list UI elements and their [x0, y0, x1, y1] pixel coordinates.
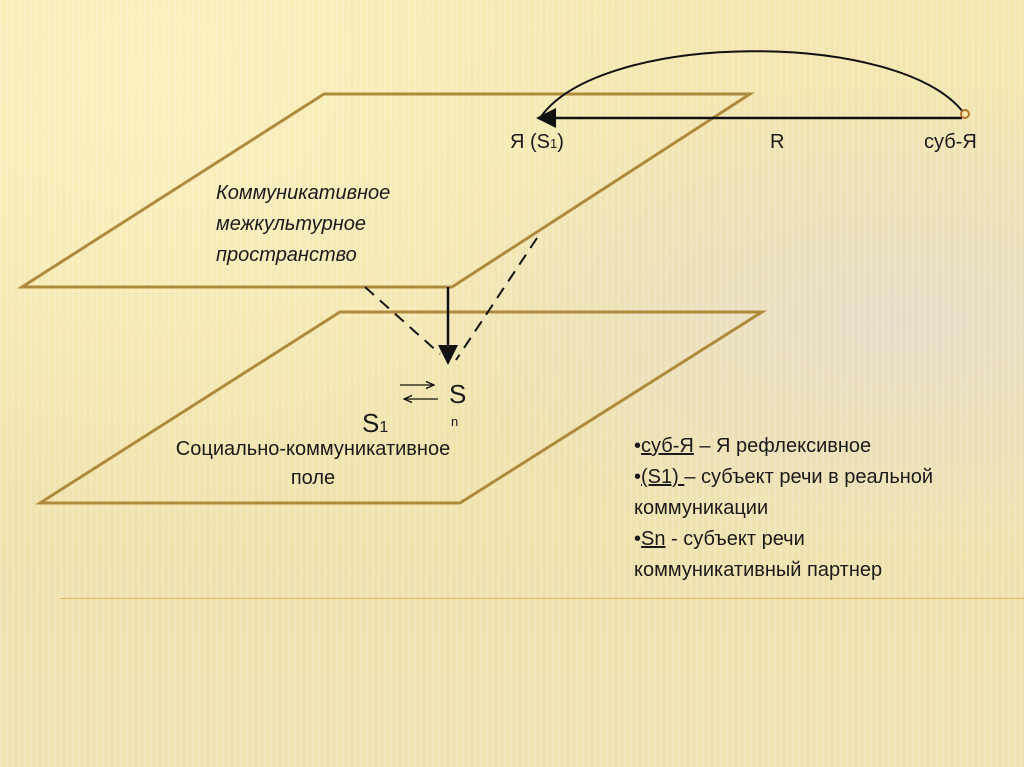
- dashed-projection-left: [364, 286, 441, 355]
- legend-item: коммуникативный партнер: [634, 555, 933, 586]
- upper-plane-label: Коммуникативное межкультурное пространст…: [216, 178, 390, 271]
- reflexive-arc: [539, 50, 964, 119]
- legend-text: - субъект речи: [665, 528, 805, 550]
- lower-plane: [34, 310, 768, 505]
- legend-term: суб-Я: [641, 435, 694, 457]
- legend-text: – Я рефлексивное: [693, 435, 872, 457]
- sub-ya-point: [960, 109, 970, 119]
- subject-sn-main: S: [449, 379, 467, 409]
- legend: •суб-Я – Я рефлексивное •(S1) – субъект …: [634, 431, 933, 586]
- legend-bullet: •: [634, 528, 642, 550]
- relation-left-text: Я (S: [510, 131, 550, 153]
- legend-bullet: •: [634, 435, 642, 457]
- subject-s1: S1: [362, 408, 388, 443]
- legend-item: коммуникации: [634, 493, 933, 524]
- upper-plane-label-line: межкультурное: [216, 213, 366, 235]
- subject-s1-main: S: [362, 408, 380, 438]
- upper-plane: [16, 92, 756, 289]
- dashed-projection-right: [455, 237, 538, 361]
- relation-left-sub: 1: [550, 136, 558, 151]
- legend-term: (S1): [641, 466, 685, 488]
- legend-text: коммуникации: [634, 497, 769, 519]
- legend-bullet: •: [634, 466, 642, 488]
- upper-plane-label-line: пространство: [216, 244, 357, 266]
- subject-s1-sub: 1: [379, 419, 389, 436]
- legend-text: коммуникативный партнер: [634, 559, 883, 581]
- subject-sn-sub: n: [451, 414, 459, 429]
- relation-left-close: ): [557, 131, 564, 153]
- legend-item: •(S1) – субъект речи в реальной: [634, 462, 933, 493]
- legend-item: •Sn - субъект речи: [634, 524, 933, 555]
- legend-term: Sn: [641, 528, 666, 550]
- lower-plane-label-line: Социально-коммуникативное: [175, 438, 451, 460]
- legend-item: •суб-Я – Я рефлексивное: [634, 431, 933, 462]
- relation-left-label: Я (S1): [510, 130, 564, 156]
- relation-middle-label: R: [770, 131, 785, 153]
- relation-right-label: суб-Я: [924, 131, 977, 153]
- upper-plane-label-line: Коммуникативное: [216, 182, 391, 204]
- lower-plane-label-line: поле: [290, 467, 336, 489]
- legend-text: – субъект речи в реальной: [684, 466, 934, 488]
- bottom-separator-line: [60, 598, 1024, 599]
- lower-plane-label: Социально-коммуникативное поле: [148, 435, 478, 493]
